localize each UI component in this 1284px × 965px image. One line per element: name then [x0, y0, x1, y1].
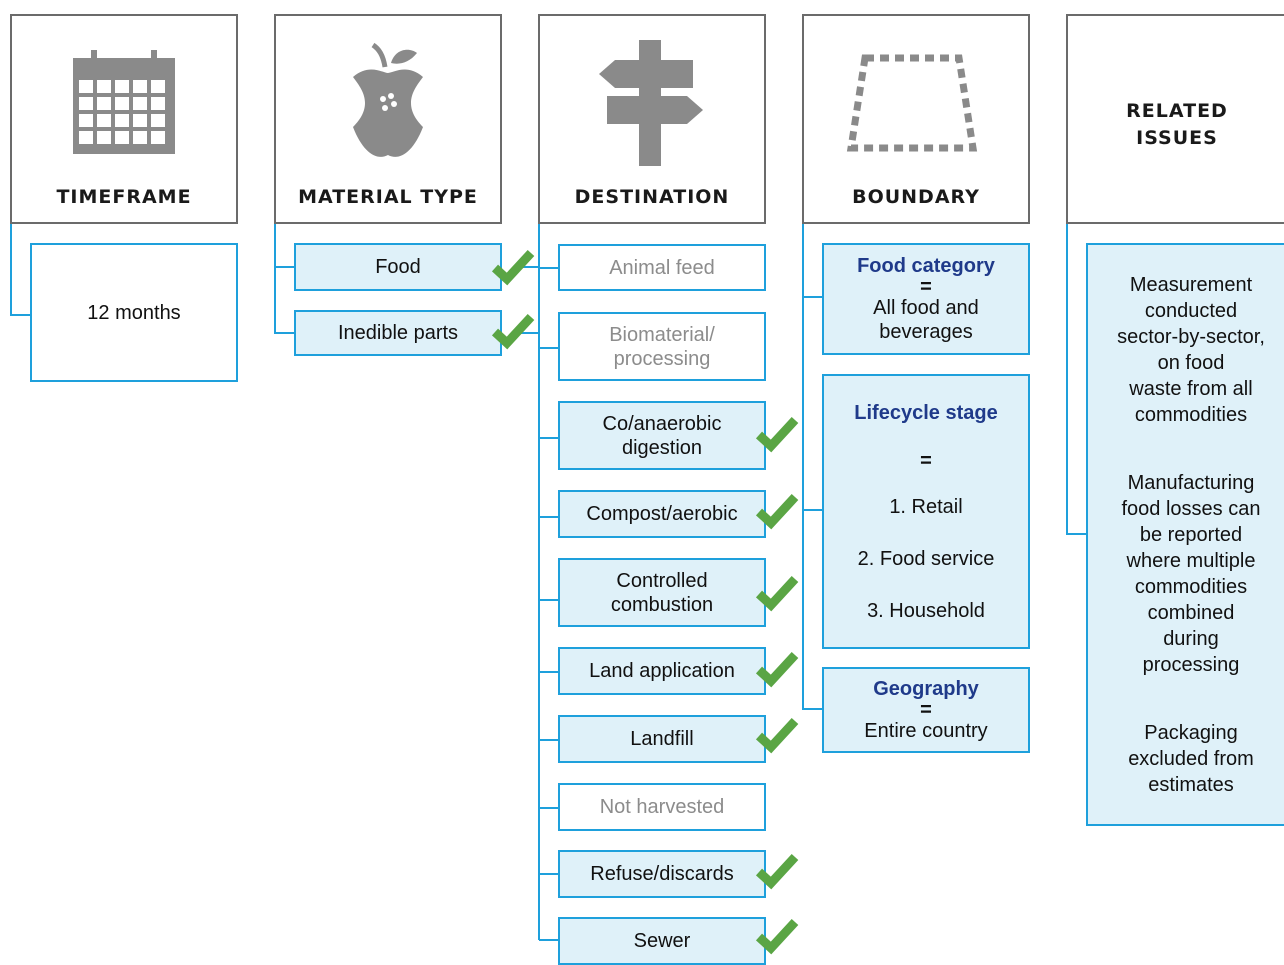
issues-connector: [1066, 224, 1087, 535]
destination-item-sewer: Sewer: [558, 917, 766, 965]
destination-item-biomaterial: Biomaterial/ processing: [558, 312, 766, 381]
material-type-header: MATERIAL TYPE: [274, 14, 502, 224]
destination-item-landfill: Landfill: [558, 715, 766, 763]
destination-item-anaerobic-digestion: Co/anaerobic digestion: [558, 401, 766, 470]
timeframe-title: TIMEFRAME: [56, 186, 192, 208]
geography-heading: Geography: [873, 678, 979, 700]
timeframe-value: 12 months: [87, 301, 181, 324]
related-issues-header: RELATED ISSUES: [1066, 14, 1284, 224]
destination-item-compost: Compost/aerobic: [558, 490, 766, 538]
dashed-boundary-icon: [804, 38, 1028, 168]
destination-item-controlled-combustion: Controlled combustion: [558, 558, 766, 627]
timeframe-header: TIMEFRAME: [10, 14, 238, 224]
check-icon: [755, 575, 799, 612]
boundary-geography-box: Geography = Entire country: [822, 667, 1030, 753]
eaten-apple-icon: [276, 38, 500, 168]
material-item-food: Food: [294, 243, 502, 291]
check-icon: [755, 416, 799, 453]
destination-item-animal-feed: Animal feed: [558, 244, 766, 291]
check-icon: [491, 313, 535, 350]
signpost-icon: [540, 38, 764, 168]
destination-item-land-application: Land application: [558, 647, 766, 695]
calendar-icon: [12, 38, 236, 168]
issue-manufacturing: Manufacturing food losses can be reporte…: [1121, 471, 1261, 676]
check-icon: [755, 651, 799, 688]
timeframe-value-box: 12 months: [30, 243, 238, 382]
issue-measurement: Measurement conducted sector-by-sector, …: [1117, 273, 1265, 426]
issue-packaging: Packaging excluded from estimates: [1128, 721, 1254, 796]
related-issues-box: Measurement conducted sector-by-sector, …: [1086, 243, 1284, 826]
destination-header: DESTINATION: [538, 14, 766, 224]
check-icon: [755, 918, 799, 955]
material-connector: [274, 224, 295, 334]
material-item-inedible-parts: Inedible parts: [294, 310, 502, 356]
boundary-header: BOUNDARY: [802, 14, 1030, 224]
boundary-lifecycle-stage-box: Lifecycle stage = 1. Retail 2. Food serv…: [822, 374, 1030, 649]
destination-item-refuse-discards: Refuse/discards: [558, 850, 766, 898]
check-icon: [755, 717, 799, 754]
boundary-food-category-box: Food category = All food and beverages: [822, 243, 1030, 355]
destination-title: DESTINATION: [574, 186, 730, 208]
boundary-connector: [802, 224, 823, 710]
timeframe-connector: [10, 224, 31, 316]
destination-item-not-harvested: Not harvested: [558, 783, 766, 831]
material-type-title: MATERIAL TYPE: [298, 186, 478, 208]
check-icon: [491, 249, 535, 286]
related-issues-title: RELATED ISSUES: [1126, 100, 1228, 149]
boundary-title: BOUNDARY: [852, 186, 980, 208]
lifecycle-stage-heading: Lifecycle stage: [854, 402, 998, 424]
check-icon: [755, 493, 799, 530]
food-category-heading: Food category: [857, 255, 995, 277]
check-icon: [755, 853, 799, 890]
